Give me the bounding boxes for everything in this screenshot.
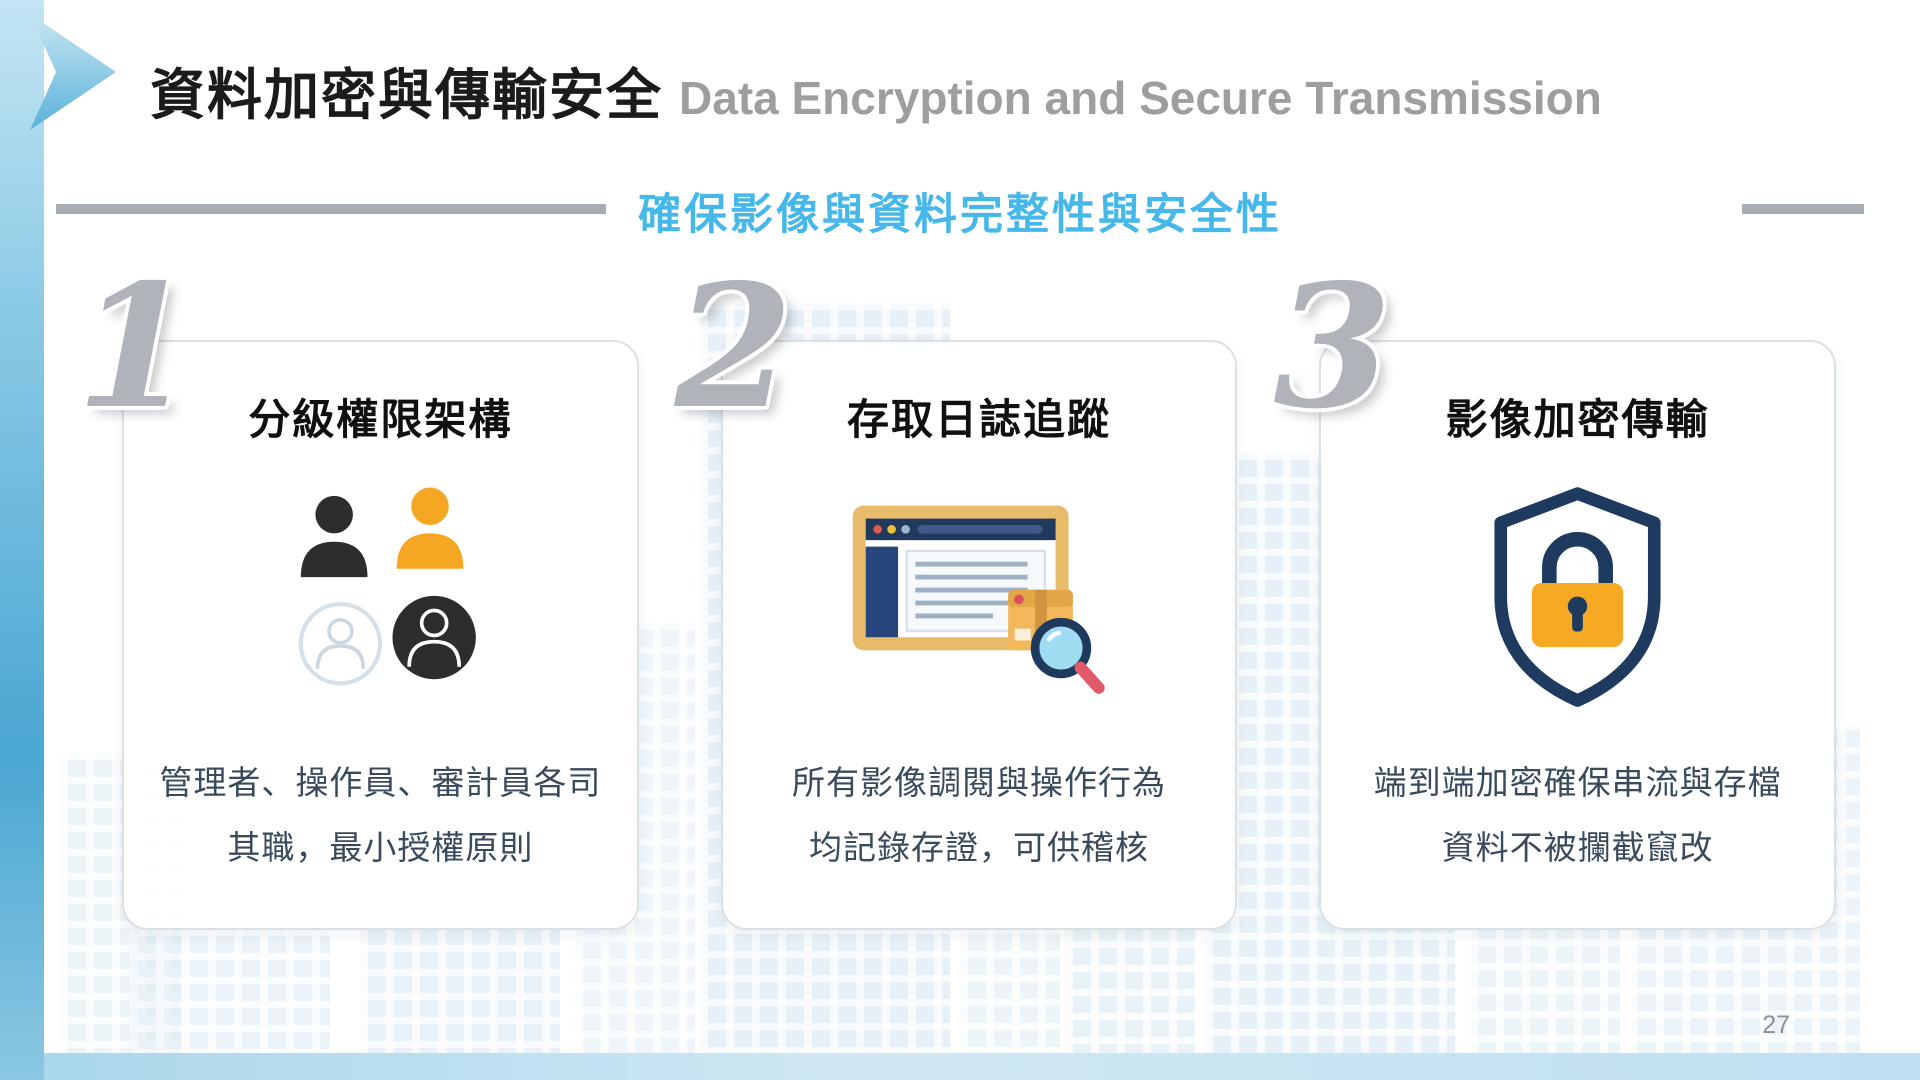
left-accent-bar (0, 0, 44, 1080)
shield-lock-icon (1470, 447, 1685, 751)
slide-header: 資料加密與傳輸安全 Data Encryption and Secure Tran… (150, 50, 1602, 130)
chevron-icon (30, 14, 116, 130)
card-description-line: 其職，最小授權原則 (227, 828, 534, 866)
subtitle: 確保影像與資料完整性與安全性 (638, 191, 1282, 239)
feature-cards: 1 分級權限架構 (76, 262, 1837, 930)
bottom-accent-bar (0, 1053, 1920, 1080)
card-description-line: 均記錄存證，可供稽核 (809, 828, 1149, 866)
page-title: 資料加密與傳輸安全 (150, 64, 664, 126)
card-encrypted-transmission: 3 影像加密傳輸 端到端加密確保串流與存檔 資料不被攔截竄改 (1273, 262, 1837, 930)
user-roles-icon (255, 447, 505, 751)
page-title-english: Data Encryption and Secure Transmission (679, 72, 1602, 124)
audit-log-search-icon (844, 447, 1114, 751)
card-audit-log: 2 存取日誌追蹤 (675, 262, 1238, 930)
subtitle-rule-left (56, 204, 606, 214)
card-title: 分級權限架構 (248, 396, 513, 443)
card-description-line: 管理者、操作員、審計員各司 (159, 764, 602, 802)
card-description-line: 端到端加密確保串流與存檔 (1373, 764, 1782, 802)
card-number: 3 (1273, 247, 1392, 447)
card-description: 管理者、操作員、審計員各司 其職，最小授權原則 (159, 751, 601, 880)
subtitle-rule-right (1742, 204, 1864, 214)
card-description: 所有影像調閱與操作行為 均記錄存證，可供稽核 (792, 751, 1166, 880)
card-title: 存取日誌追蹤 (847, 396, 1112, 443)
card-access-control: 1 分級權限架構 (76, 262, 639, 930)
page-number: 27 (1762, 1011, 1790, 1039)
card-description-line: 資料不被攔截竄改 (1441, 828, 1714, 866)
card-number: 2 (674, 247, 793, 447)
card-number: 1 (76, 247, 195, 447)
card-title: 影像加密傳輸 (1445, 396, 1710, 443)
card-description-line: 所有影像調閱與操作行為 (792, 764, 1166, 802)
card-description: 端到端加密確保串流與存檔 資料不被攔截竄改 (1374, 751, 1782, 880)
